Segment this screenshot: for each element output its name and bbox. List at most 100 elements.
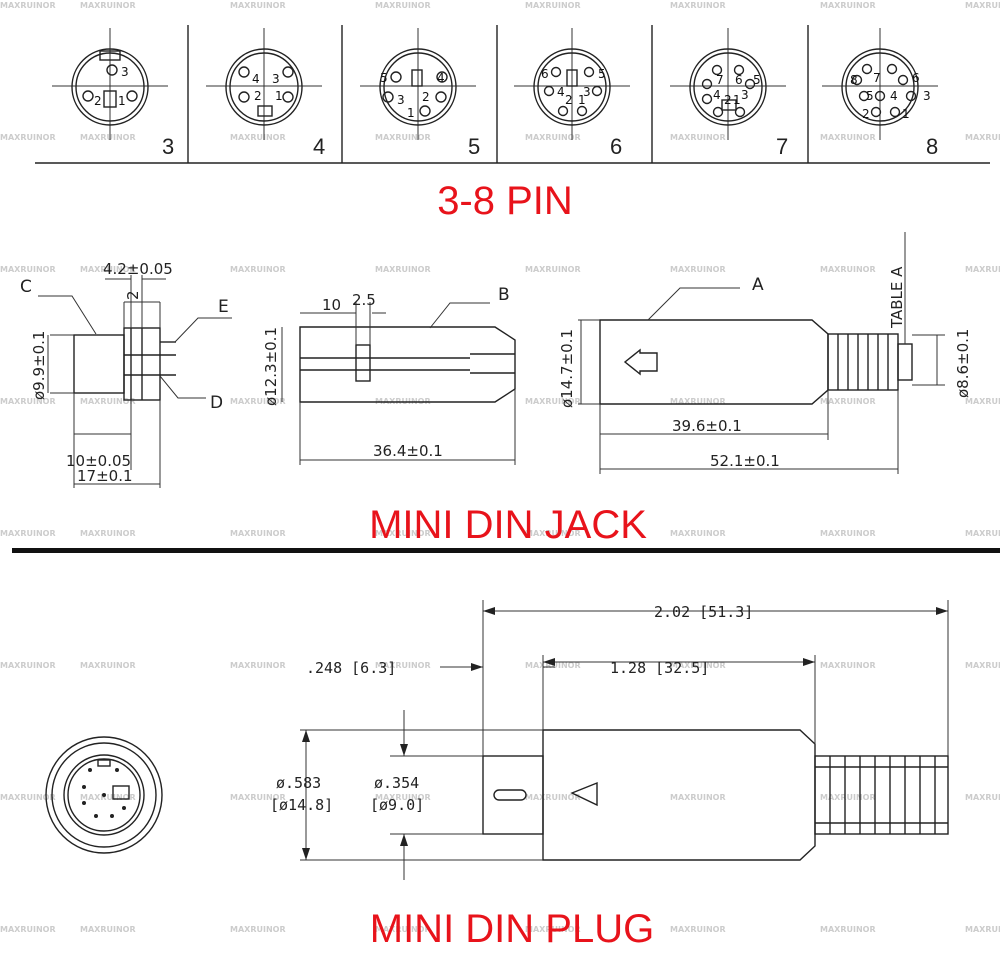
- dim-middle-diameter: ø12.3±0.1: [262, 327, 280, 406]
- pin-label: 7: [716, 73, 724, 87]
- watermark: MAXRUINOR: [375, 529, 431, 538]
- pin-label: 5: [753, 73, 761, 87]
- watermark: MAXRUINOR: [230, 265, 286, 274]
- dim-front-mid: 2: [124, 290, 142, 300]
- pin-label: 2: [94, 94, 102, 108]
- pin-label: 3: [583, 85, 591, 99]
- dim-plug-total: 2.02 [51.3]: [654, 603, 753, 621]
- watermark: MAXRUINOR: [670, 1, 726, 10]
- pin-label: 5: [380, 71, 388, 85]
- plug-dimensions: 2.02 [51.3] .248 [6.3] 1.28 [32.5] ø.583…: [270, 600, 949, 880]
- watermark: MAXRUINOR: [0, 397, 56, 406]
- jack-section: C E D 4.2±0.05 2 ø9.9±0.1 10±0.05 17±0.1: [20, 232, 972, 547]
- dim-right-len1: 39.6±0.1: [672, 417, 742, 435]
- watermark: MAXRUINOR: [80, 265, 136, 274]
- watermark: MAXRUINOR: [230, 793, 286, 802]
- watermark: MAXRUINOR: [965, 1, 1000, 10]
- watermark: MAXRUINOR: [525, 133, 581, 142]
- pin-label: 1: [578, 93, 586, 107]
- dim-plug-inner-mm: [ø9.0]: [370, 796, 424, 814]
- pin-label: 6: [541, 67, 549, 81]
- dim-plug-outer-inch: ø.583: [276, 774, 321, 792]
- dim-right-diameter: ø14.7±0.1: [558, 329, 576, 408]
- watermark: MAXRUINOR: [230, 529, 286, 538]
- pin-label: 1: [902, 107, 910, 121]
- pin-label: 2: [565, 93, 573, 107]
- watermark: MAXRUINOR: [0, 133, 56, 142]
- cable-strain-relief: [827, 333, 913, 391]
- pin-label: 3: [741, 88, 749, 102]
- dim-plug-tip: .248 [6.3]: [306, 659, 396, 677]
- plug-section-title: MINI DIN PLUG: [370, 907, 654, 951]
- watermark: MAXRUINOR: [820, 397, 876, 406]
- pin-label: 2: [422, 90, 430, 104]
- watermark: MAXRUINOR: [0, 529, 56, 538]
- pin-connector-7: 7 6 5 4 3 2 1 7: [670, 28, 788, 159]
- pin-count-label: 3: [162, 134, 174, 159]
- watermark: MAXRUINOR: [80, 133, 136, 142]
- pin-label: 2: [862, 107, 870, 121]
- dim-plug-outer-mm: [ø14.8]: [270, 796, 333, 814]
- pin-label: 3: [121, 65, 129, 79]
- watermark: MAXRUINOR: [80, 925, 136, 934]
- watermark: MAXRUINOR: [375, 925, 431, 934]
- label-d: D: [210, 393, 223, 413]
- watermark: MAXRUINOR: [525, 397, 581, 406]
- dim-middle-2-5: 2.5: [352, 291, 376, 309]
- pin-label: 2: [254, 89, 262, 103]
- plug-front-face: [45, 736, 163, 854]
- pin-label: 4: [252, 72, 260, 86]
- dim-front-width: 4.2±0.05: [103, 260, 173, 278]
- pin-label: 5: [866, 89, 874, 103]
- watermark: MAXRUINOR: [965, 265, 1000, 274]
- pin-label: 7: [873, 71, 881, 85]
- watermark: MAXRUINOR: [375, 793, 431, 802]
- watermark: MAXRUINOR: [0, 265, 56, 274]
- pin-count-label: 5: [468, 134, 480, 159]
- watermark: MAXRUINOR: [80, 793, 136, 802]
- pin-label: 4: [557, 85, 565, 99]
- pin-label: 6: [912, 71, 920, 85]
- watermark: MAXRUINOR: [0, 925, 56, 934]
- watermark: MAXRUINOR: [965, 793, 1000, 802]
- plug-side-view: [482, 729, 949, 861]
- dim-right-cable: ø8.6±0.1: [954, 329, 972, 398]
- watermark: MAXRUINOR: [965, 397, 1000, 406]
- dim-plug-body: 1.28 [32.5]: [610, 659, 709, 677]
- pin-label: 3: [272, 72, 280, 86]
- pin-count-label: 8: [926, 134, 938, 159]
- watermark: MAXRUINOR: [670, 265, 726, 274]
- pin-count-label: 7: [776, 134, 788, 159]
- label-b: B: [498, 285, 510, 305]
- pin-label: 3: [923, 89, 931, 103]
- watermark: MAXRUINOR: [670, 793, 726, 802]
- watermark: MAXRUINOR: [375, 661, 431, 670]
- jack-middle-view: 10 2.5 B ø12.3±0.1 36.4±0.1: [262, 285, 516, 465]
- section-divider: [12, 548, 1000, 553]
- dim-plug-inner-inch: ø.354: [374, 774, 419, 792]
- watermark: MAXRUINOR: [0, 793, 56, 802]
- watermark: MAXRUINOR: [230, 133, 286, 142]
- pin-label: 1: [733, 93, 741, 107]
- watermark: MAXRUINOR: [375, 133, 431, 142]
- pin-label: 6: [735, 73, 743, 87]
- watermark: MAXRUINOR: [0, 661, 56, 670]
- watermark: MAXRUINOR: [80, 397, 136, 406]
- pin-label: 3: [397, 93, 405, 107]
- watermark: MAXRUINOR: [375, 265, 431, 274]
- dim-middle-length: 36.4±0.1: [373, 442, 443, 460]
- pin-connector-5: 5 4 3 2 1 5: [360, 28, 480, 159]
- pin-connector-6: 6 5 4 3 2 1 6: [514, 28, 630, 159]
- pin-connector-8: 8 7 6 5 4 3 2 1 8: [822, 28, 938, 159]
- watermark: MAXRUINOR: [230, 661, 286, 670]
- watermark: MAXRUINOR: [965, 925, 1000, 934]
- pin-label: 1: [275, 89, 283, 103]
- watermark: MAXRUINOR: [375, 1, 431, 10]
- pin-label: 4: [437, 71, 445, 85]
- watermark: MAXRUINOR: [230, 397, 286, 406]
- watermark: MAXRUINOR: [670, 661, 726, 670]
- watermark: MAXRUINOR: [670, 397, 726, 406]
- label-a: A: [752, 275, 764, 295]
- watermark: MAXRUINOR: [820, 1, 876, 10]
